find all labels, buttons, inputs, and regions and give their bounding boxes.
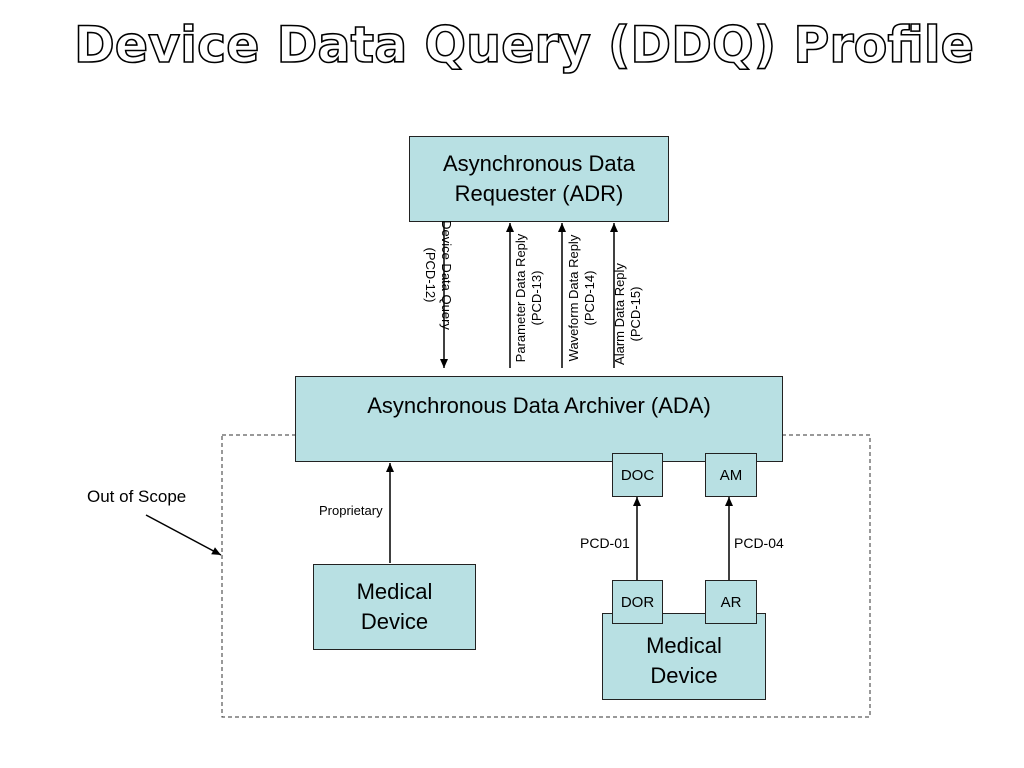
- am-label: AM: [719, 466, 743, 484]
- alarm-reply-text-2: (PCD-15): [628, 286, 643, 342]
- parameter-reply-text-2: (PCD-13): [529, 270, 544, 326]
- ar-label: AR: [720, 593, 742, 611]
- waveform-reply-text-1: Waveform Data Reply: [566, 234, 581, 362]
- doc-box: DOC: [612, 453, 663, 497]
- device-data-query-label: Device Data Query (PCD-12): [420, 205, 454, 345]
- medical-device-box-2: Medical Device: [602, 613, 766, 700]
- doc-label: DOC: [620, 466, 655, 484]
- parameter-reply-text-1: Parameter Data Reply: [513, 233, 528, 363]
- pcd04-label: PCD-04: [734, 535, 784, 551]
- adr-label-line2: Requester (ADR): [454, 181, 624, 206]
- device-data-query-text-2: (PCD-12): [423, 247, 438, 303]
- ar-box: AR: [705, 580, 757, 624]
- page-title-text: Device Data Query (DDQ) Profile: [74, 16, 974, 74]
- medical-device-1-line2: Device: [360, 609, 429, 634]
- adr-box: Asynchronous Data Requester (ADR): [409, 136, 669, 222]
- medical-device-2-line2: Device: [650, 662, 718, 688]
- page-title: Device Data Query (DDQ) Profile: [73, 15, 975, 75]
- ada-label: Asynchronous Data Archiver (ADA): [367, 393, 711, 418]
- proprietary-label: Proprietary: [319, 503, 383, 518]
- ada-box: Asynchronous Data Archiver (ADA): [295, 376, 783, 462]
- medical-device-1-line1: Medical: [356, 579, 433, 604]
- pcd01-label: PCD-01: [580, 535, 630, 551]
- out-of-scope-label: Out of Scope: [87, 487, 187, 506]
- am-box: AM: [705, 453, 757, 497]
- adr-label-line1: Asynchronous Data: [443, 151, 635, 176]
- alarm-reply-text-1: Alarm Data Reply: [612, 263, 627, 365]
- dor-label: DOR: [620, 593, 655, 611]
- alarm-reply-label: Alarm Data Reply (PCD-15): [612, 249, 646, 379]
- parameter-reply-label: Parameter Data Reply (PCD-13): [513, 223, 547, 373]
- waveform-reply-text-2: (PCD-14): [582, 270, 597, 326]
- out-of-scope-pointer: [145, 514, 222, 556]
- medical-device-box-1: Medical Device: [313, 564, 476, 650]
- device-data-query-text-1: Device Data Query: [439, 220, 454, 330]
- waveform-reply-label: Waveform Data Reply (PCD-14): [566, 223, 600, 373]
- medical-device-2-line1: Medical: [646, 632, 722, 658]
- dor-box: DOR: [612, 580, 663, 624]
